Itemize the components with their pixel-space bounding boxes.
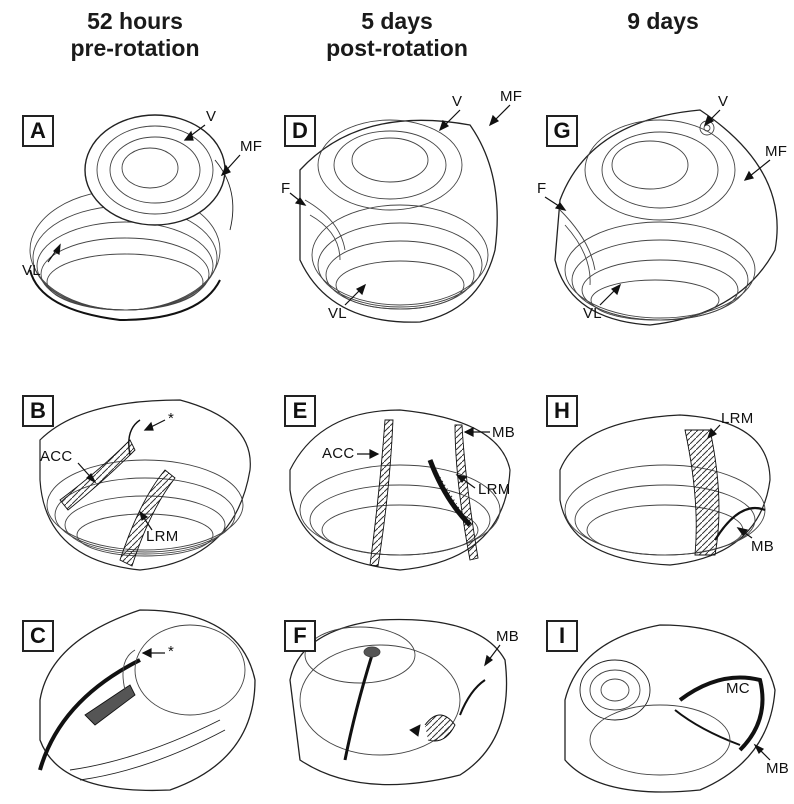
label-f-mb: MB — [496, 628, 519, 645]
label-a-vl: VL — [22, 262, 41, 279]
drawing-c — [40, 610, 255, 790]
label-d-mf: MF — [500, 88, 522, 105]
drawing-i — [565, 625, 775, 792]
label-a-mf: MF — [240, 138, 262, 155]
label-g-mf: MF — [765, 143, 787, 160]
label-i-mc: MC — [726, 680, 750, 697]
label-b-star: * — [168, 410, 174, 427]
label-i-mb: MB — [766, 760, 789, 777]
panel-label-c: C — [22, 620, 54, 652]
drawing-f — [290, 620, 507, 785]
panel-label-d: D — [284, 115, 316, 147]
panel-label-g: G — [546, 115, 578, 147]
label-e-mb: MB — [492, 424, 515, 441]
drawing-h — [560, 415, 770, 565]
drawing-a — [30, 115, 233, 320]
panel-label-i: I — [546, 620, 578, 652]
drawing-e — [290, 410, 510, 570]
label-c-star: * — [168, 643, 174, 660]
drawing-g — [555, 110, 777, 325]
panel-label-h: H — [546, 395, 578, 427]
label-a-v: V — [206, 108, 216, 125]
label-g-f: F — [537, 180, 546, 197]
panel-label-f: F — [284, 620, 316, 652]
label-e-lrm: LRM — [478, 481, 511, 498]
panel-label-b: B — [22, 395, 54, 427]
label-e-acc: ACC — [322, 445, 355, 462]
label-d-f: F — [281, 180, 290, 197]
label-d-v: V — [452, 93, 462, 110]
panel-label-e: E — [284, 395, 316, 427]
label-b-lrm: LRM — [146, 528, 179, 545]
label-h-mb: MB — [751, 538, 774, 555]
panel-label-a: A — [22, 115, 54, 147]
label-b-acc: ACC — [40, 448, 73, 465]
label-g-vl: VL — [583, 305, 602, 322]
drawing-d — [300, 120, 497, 322]
label-d-vl: VL — [328, 305, 347, 322]
label-g-v: V — [718, 93, 728, 110]
label-h-lrm: LRM — [721, 410, 754, 427]
